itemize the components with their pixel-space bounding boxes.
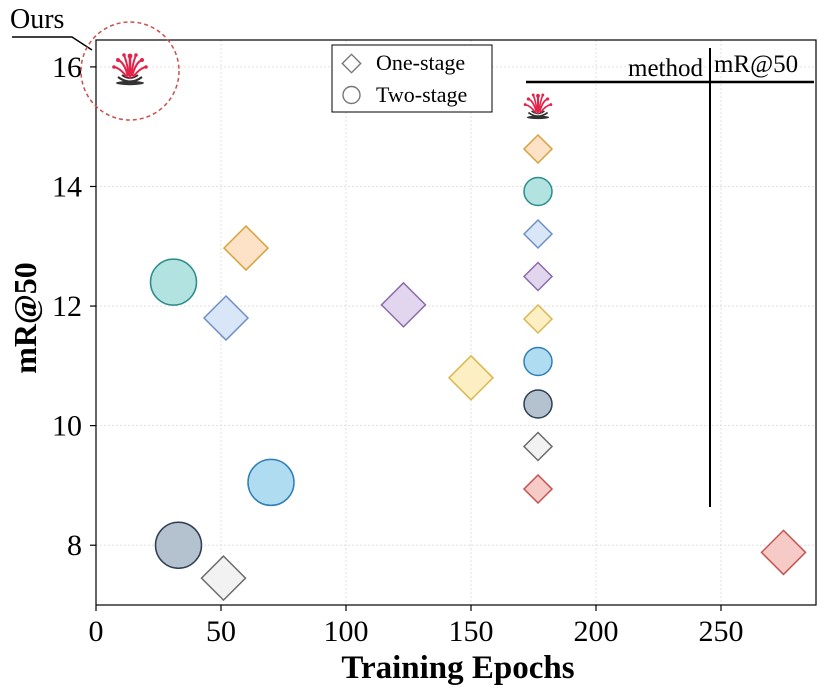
y-tick-label: 16 xyxy=(52,51,82,84)
x-tick-label: 200 xyxy=(574,615,619,648)
legend-two-stage-label: Two-stage xyxy=(376,82,467,107)
table-legend-marker-9 xyxy=(522,473,554,505)
ours-leader-line xyxy=(12,36,93,51)
table-legend-marker-5 xyxy=(522,303,554,335)
y-tick-label: 12 xyxy=(52,290,82,323)
ours-highlight-circle xyxy=(80,21,180,121)
legend-frame xyxy=(331,44,493,113)
table-legend-marker-7 xyxy=(523,389,553,419)
legend-diamond-icon xyxy=(341,53,362,74)
table-markers xyxy=(522,133,554,505)
data-point-6 xyxy=(247,458,295,507)
table-legend-marker-1 xyxy=(522,133,554,165)
ours-annotation: Ours xyxy=(10,4,180,121)
y-tick-label: 10 xyxy=(52,410,82,443)
method-table-legend: method mR@50 xyxy=(522,48,814,507)
legend-one-stage-label: One-stage xyxy=(376,50,465,75)
legend-circle-icon xyxy=(342,85,361,105)
x-axis-ticks: 0 50 100 150 200 250 xyxy=(89,605,744,648)
data-point-2 xyxy=(149,258,198,306)
table-legend-marker-6 xyxy=(523,346,553,377)
data-markers xyxy=(149,225,807,602)
x-tick-label: 50 xyxy=(206,615,236,648)
data-point-4 xyxy=(380,281,427,328)
data-point-1 xyxy=(222,225,270,272)
x-tick-label: 0 xyxy=(89,615,104,648)
table-header-metric: mR@50 xyxy=(714,51,798,78)
y-axis-ticks: 8 10 12 14 16 xyxy=(52,51,96,562)
data-point-8 xyxy=(200,555,247,602)
table-legend-marker-3 xyxy=(522,218,554,250)
table-header-method: method xyxy=(628,55,703,82)
gridlines xyxy=(95,40,816,605)
x-tick-label: 250 xyxy=(699,615,744,648)
y-axis-label: mR@50 xyxy=(7,262,43,374)
x-tick-label: 100 xyxy=(324,615,369,648)
y-tick-label: 8 xyxy=(67,529,82,562)
table-legend-marker-2 xyxy=(523,176,553,207)
x-axis-label: Training Epochs xyxy=(341,650,574,686)
data-point-9 xyxy=(760,529,807,576)
plot-frame xyxy=(95,39,817,606)
ours-label: Ours xyxy=(10,4,64,35)
data-point-5 xyxy=(447,354,495,401)
x-tick-label: 150 xyxy=(449,615,494,648)
data-point-7 xyxy=(154,521,203,569)
y-tick-label: 14 xyxy=(52,170,82,203)
table-legend-marker-4 xyxy=(522,261,554,292)
data-point-3 xyxy=(202,294,250,342)
shape-legend: One-stage Two-stage xyxy=(331,44,493,113)
table-ours-fountain-logo-icon xyxy=(522,92,554,121)
ours-fountain-logo-icon xyxy=(110,51,150,87)
table-legend-marker-8 xyxy=(522,431,554,462)
